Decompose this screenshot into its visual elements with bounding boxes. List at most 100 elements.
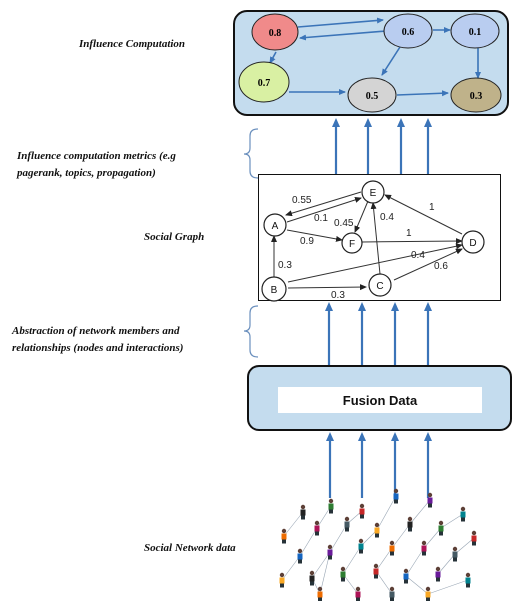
person-legs (356, 597, 360, 601)
influence-node-group: 0.8 0.6 0.1 0.7 0.5 0.3 (238, 13, 502, 113)
person-legs (310, 581, 314, 586)
network-link (360, 529, 378, 547)
network-link (391, 523, 411, 549)
person-head (358, 538, 364, 544)
person-legs (315, 531, 319, 536)
graph-edge-weight: 0.4 (380, 212, 394, 223)
network-link (376, 495, 397, 531)
influence-node (238, 61, 290, 103)
graph-edge (393, 248, 463, 281)
graph-edge-weight: 0.6 (434, 261, 448, 272)
person-legs (301, 515, 305, 520)
person-legs (436, 577, 440, 582)
influence-node-value: 0.3 (470, 91, 483, 102)
network-link (454, 537, 475, 555)
influence-node (347, 77, 397, 113)
brace-metrics (243, 128, 259, 179)
influence-node-value: 0.8 (269, 28, 282, 39)
person-body (435, 571, 441, 578)
person-legs (329, 509, 333, 514)
person-legs (394, 499, 398, 504)
graph-node-label: D (469, 238, 476, 249)
person-legs (341, 577, 345, 582)
network-link (283, 511, 304, 537)
person-legs (374, 574, 378, 579)
person-head (281, 528, 287, 534)
person-head (425, 586, 431, 592)
person-legs (298, 559, 302, 564)
network-link (427, 579, 469, 595)
person-body (460, 511, 466, 518)
network-link (329, 523, 348, 553)
person-legs (453, 557, 457, 562)
person-body (393, 493, 399, 500)
person-body (314, 525, 320, 532)
person-head (279, 572, 285, 578)
graph-edge-weight: 1 (429, 202, 435, 213)
person-body (328, 503, 334, 510)
influence-edge (269, 51, 277, 64)
person-legs (390, 551, 394, 556)
graph-node (361, 180, 385, 204)
network-link (311, 551, 331, 579)
person-legs (359, 549, 363, 554)
person-head (328, 498, 334, 504)
person-body (281, 533, 287, 540)
person-legs (428, 503, 432, 508)
graph-node-label: F (349, 239, 355, 250)
influence-node (450, 13, 500, 49)
person-head (403, 568, 409, 574)
person-legs (328, 555, 332, 560)
person-head (300, 504, 306, 510)
person-head (389, 540, 395, 546)
person-head (340, 566, 346, 572)
person-legs (282, 539, 286, 544)
person-legs (461, 517, 465, 522)
influence-edge (297, 17, 384, 28)
person-body (389, 545, 395, 552)
social-graph-label: Social Graph (144, 231, 205, 243)
metrics-label-line1: Influence computation metrics (e.g (17, 150, 176, 162)
person-legs (422, 551, 426, 556)
graph-node-label: A (272, 221, 279, 232)
person-body (340, 571, 346, 578)
network-link (375, 570, 393, 595)
person-body (300, 509, 306, 516)
person-legs (345, 527, 349, 532)
person-body (374, 527, 380, 534)
graph-edge-weight: 0.3 (331, 290, 345, 301)
person-body (421, 545, 427, 552)
person-legs (404, 579, 408, 584)
graph-edge (286, 196, 362, 223)
person-legs (408, 527, 412, 532)
graph-edge (287, 243, 463, 283)
influence-node (450, 77, 502, 113)
person-body (327, 549, 333, 556)
person-legs (466, 583, 470, 588)
person-legs (390, 597, 394, 601)
person-head (421, 540, 427, 546)
person-legs (318, 597, 322, 601)
network-link (281, 555, 301, 581)
person-legs (280, 583, 284, 588)
person-head (471, 530, 477, 536)
person-head (373, 563, 379, 569)
graph-edge-weight: 0.9 (300, 236, 314, 247)
graph-edge-weight: 0.45 (334, 218, 354, 229)
network-link (316, 505, 332, 529)
person-head (314, 520, 320, 526)
graph-edge-weight: 0.3 (278, 260, 292, 271)
person-legs (375, 533, 379, 538)
person-body (403, 573, 409, 580)
person-head (465, 572, 471, 578)
person-head (317, 586, 323, 592)
influence-node (251, 13, 299, 51)
network-link (405, 547, 425, 577)
abstraction-label-line2: relationships (nodes and interactions) (12, 342, 184, 354)
person-head (327, 544, 333, 550)
brace-abstraction (243, 305, 259, 358)
graph-edge-weight: 0.1 (314, 213, 328, 224)
metrics-label-line2: pagerank, topics, propagation) (17, 167, 156, 179)
person-legs (472, 541, 476, 546)
person-head (393, 488, 399, 494)
